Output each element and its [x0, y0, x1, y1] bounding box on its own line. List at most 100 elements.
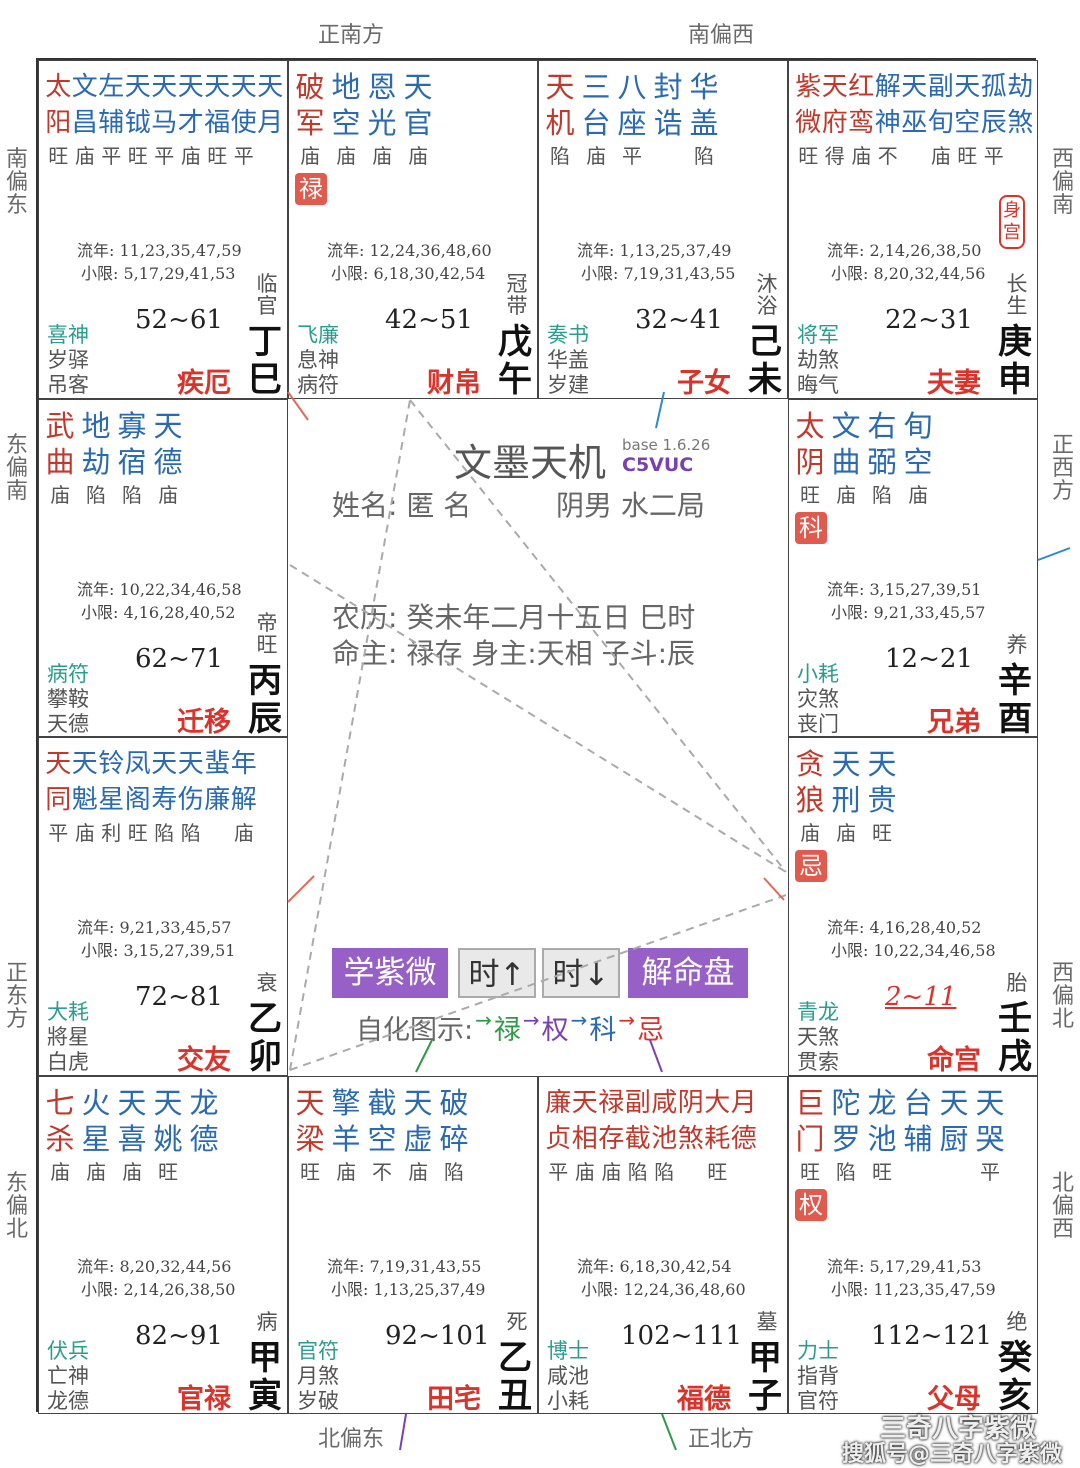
star-item[interactable]: 阴煞 [678, 1085, 705, 1187]
palace-name[interactable]: 福德 [677, 1383, 731, 1414]
star-item[interactable]: 天魁庙 [72, 746, 99, 848]
star-item[interactable]: 劫煞 [1007, 69, 1034, 171]
star-item[interactable]: 巨门旺 [795, 1085, 825, 1187]
star-item[interactable]: 封诰 [653, 69, 683, 171]
palace-name[interactable]: 兄弟 [927, 706, 981, 737]
palace-name[interactable]: 田宅 [427, 1383, 481, 1414]
star-item[interactable]: 地空庙 [331, 69, 361, 171]
star-item[interactable]: 太阴旺 [795, 408, 825, 510]
star-item[interactable]: 红鸾庙 [848, 69, 875, 171]
star-item[interactable]: 天月 [257, 69, 284, 171]
star-item[interactable]: 天官庙 [403, 69, 433, 171]
star-item[interactable]: 天喜庙 [117, 1085, 147, 1187]
star-item[interactable]: 紫微旺 [795, 69, 822, 171]
star-item[interactable]: 天钺旺 [125, 69, 152, 171]
star-item[interactable]: 铃星利 [98, 746, 125, 848]
star-item[interactable]: 三台庙 [581, 69, 611, 171]
star-item[interactable]: 武曲庙 [45, 408, 75, 510]
star-item[interactable]: 天虚庙 [403, 1085, 433, 1187]
star-item[interactable]: 天梁旺 [295, 1085, 325, 1187]
palace-name[interactable]: 夫妻 [927, 368, 981, 399]
star-item[interactable]: 副截陷 [625, 1085, 652, 1187]
star-item[interactable]: 凤阁旺 [125, 746, 152, 848]
learn-ziwei-button[interactable]: 学紫微 [332, 948, 448, 998]
star-item[interactable]: 禄存庙 [598, 1085, 625, 1187]
star-item[interactable]: 天刑庙 [831, 746, 861, 848]
star-item[interactable]: 天才庙 [178, 69, 205, 171]
star-item[interactable]: 廉贞平 [545, 1085, 572, 1187]
star-item[interactable]: 天巫 [901, 69, 928, 171]
palace-name[interactable]: 财帛 [427, 368, 481, 399]
star-item[interactable]: 天同平 [45, 746, 72, 848]
star-item[interactable]: 天机陷 [545, 69, 575, 171]
star-item[interactable]: 文曲庙 [831, 408, 861, 510]
direction-right-1: 西偏南 [1051, 147, 1074, 219]
palace-name[interactable]: 父母 [927, 1383, 981, 1414]
star-item[interactable]: 左辅平 [98, 69, 125, 171]
time-down-button[interactable]: 时↓ [542, 948, 620, 998]
star-item[interactable]: 地劫陷 [81, 408, 111, 510]
star-char: 罗 [831, 1121, 861, 1156]
star-item[interactable]: 天使平 [231, 69, 258, 171]
star-item[interactable]: 天空旺 [954, 69, 981, 171]
palace-cell[interactable]: 天同平天魁庙铃星利凤阁旺天寿陷天伤陷蜚廉年解庙流年: 9,21,33,45,57… [38, 737, 288, 1076]
star-item[interactable]: 龙德 [189, 1085, 219, 1187]
star-item[interactable]: 文昌庙 [72, 69, 99, 171]
star-item[interactable]: 天德庙 [153, 408, 183, 510]
star-item[interactable]: 天厨 [939, 1085, 969, 1187]
palace-name[interactable]: 迁移 [177, 706, 231, 737]
star-item[interactable]: 太阳旺 [45, 69, 72, 171]
star-item[interactable]: 恩光庙 [367, 69, 397, 171]
star-item[interactable]: 天相庙 [572, 1085, 599, 1187]
palace-name[interactable]: 官禄 [177, 1383, 231, 1414]
star-item[interactable]: 蜚廉 [204, 746, 231, 848]
star-item[interactable]: 天福旺 [204, 69, 231, 171]
star-item[interactable]: 破碎陷 [439, 1085, 469, 1187]
star-item[interactable]: 破军庙 [295, 69, 325, 171]
palace-cell[interactable]: 太阳旺文昌庙左辅平天钺旺天马平天才庙天福旺天使平天月流年: 11,23,35,4… [38, 60, 288, 399]
star-item[interactable]: 截空不 [367, 1085, 397, 1187]
star-item[interactable]: 天贵旺 [867, 746, 897, 848]
star-item[interactable]: 咸池陷 [651, 1085, 678, 1187]
star-item[interactable]: 火星庙 [81, 1085, 111, 1187]
palace-name[interactable]: 命宫 [927, 1045, 981, 1076]
star-item[interactable]: 寡宿陷 [117, 408, 147, 510]
star-item[interactable]: 副旬庙 [928, 69, 955, 171]
interpret-chart-button[interactable]: 解命盘 [628, 948, 748, 998]
star-item[interactable]: 擎羊庙 [331, 1085, 361, 1187]
star-item[interactable]: 龙池旺 [867, 1085, 897, 1187]
star-item[interactable]: 孤辰平 [981, 69, 1008, 171]
star-item[interactable]: 月德 [731, 1085, 758, 1187]
star-item[interactable]: 大耗旺 [704, 1085, 731, 1187]
star-item[interactable]: 天伤陷 [178, 746, 205, 848]
palace-name[interactable]: 交友 [177, 1045, 231, 1076]
star-item[interactable]: 贪狼庙 [795, 746, 825, 848]
palace-name[interactable]: 疾厄 [177, 368, 231, 399]
star-item[interactable]: 天府得 [822, 69, 849, 171]
star-item[interactable]: 天姚旺 [153, 1085, 183, 1187]
palace-name[interactable]: 子女 [677, 368, 731, 399]
star-item[interactable]: 天哭平 [975, 1085, 1005, 1187]
palace-cell[interactable]: 紫微旺天府得红鸾庙解神不天巫副旬庙天空旺孤辰平劫煞身宫流年: 2,14,26,3… [788, 60, 1038, 399]
star-item[interactable]: 解神不 [875, 69, 902, 171]
star-item[interactable]: 八座平 [617, 69, 647, 171]
star-item[interactable]: 年解庙 [231, 746, 258, 848]
star-item[interactable]: 华盖陷 [689, 69, 719, 171]
star-item[interactable]: 台辅 [903, 1085, 933, 1187]
star-item[interactable]: 七杀庙 [45, 1085, 75, 1187]
star-item[interactable]: 天马平 [151, 69, 178, 171]
star-item[interactable]: 天寿陷 [151, 746, 178, 848]
star-item[interactable]: 陀罗陷 [831, 1085, 861, 1187]
star-item[interactable]: 右弼陷 [867, 408, 897, 510]
star-item[interactable]: 旬空庙 [903, 408, 933, 510]
time-up-button[interactable]: 时↑ [458, 948, 536, 998]
